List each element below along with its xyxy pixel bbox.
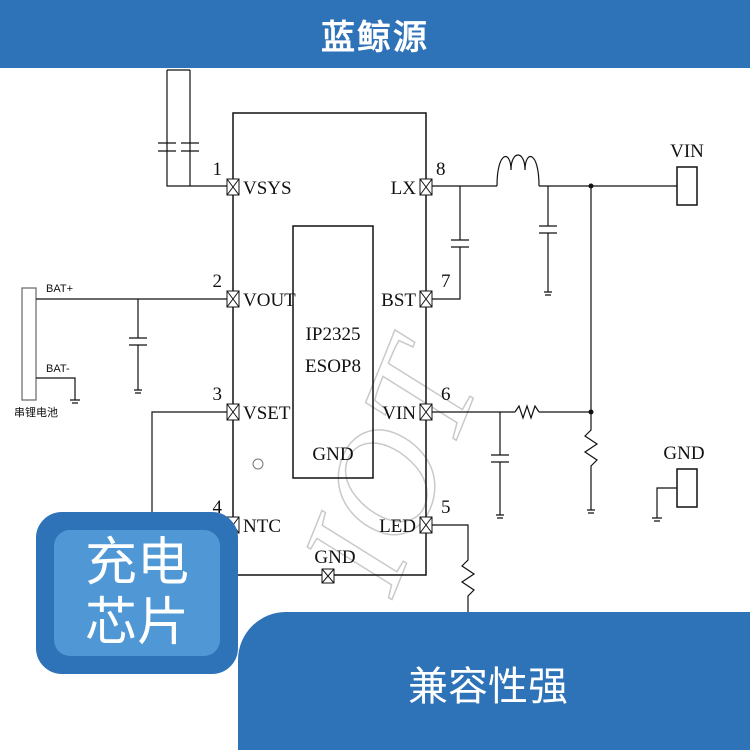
product-badge: 充电芯片 [36,512,238,674]
pin-8-name: LX [391,178,417,199]
vin-circuit [432,404,599,519]
junction-dot [588,409,594,415]
lx-circuit [432,154,680,405]
pin-4-name: NTC [243,516,281,537]
vin-connector [676,166,698,206]
pin-5-name: LED [379,516,416,537]
battery-circuit [21,287,227,404]
vsys-capacitors [158,69,227,187]
pin-1-name: VSYS [243,178,292,199]
battery-type-label: 串锂电池 [14,405,58,419]
pin-1: 1 VSYS [213,159,292,199]
pin-3-number: 3 [213,384,223,405]
pin-2: 2 VOUT [213,271,297,311]
chip-center-gnd: GND [312,444,353,465]
pin-2-name: VOUT [243,290,296,311]
pin-1-number: 1 [213,159,223,180]
pin-4-number: 4 [213,497,223,518]
gnd-connector-label: GND [663,443,704,464]
chip-pad [292,225,374,479]
pin-5-number: 5 [441,497,451,518]
battery-minus-label: BAT- [46,363,70,375]
pin-8: 8 LX [391,159,446,199]
pin-5: 5 LED [379,497,450,537]
chip-marker-icon [252,458,264,470]
pin-7-number: 7 [441,271,451,292]
bottom-gnd-label: GND [314,547,355,568]
header-banner: 蓝鲸源 [0,0,750,68]
chip-package: ESOP8 [305,356,361,377]
pin-gnd-bottom: GND [314,547,356,584]
vin-connector-label: VIN [670,141,704,162]
pin-7-name: BST [381,290,416,311]
battery-plus-label: BAT+ [46,283,73,295]
chip-part-number: IP2325 [306,324,361,345]
badge-text: 充电芯片 [84,533,189,653]
pin-8-number: 8 [436,159,446,180]
pin-2-number: 2 [213,271,223,292]
pin-3-name: VSET [243,403,291,424]
junction-dot [588,183,594,189]
footer-text: 兼容性强 [408,664,568,710]
vset-wire [151,411,227,520]
pin-6-number: 6 [441,384,451,405]
product-badge-inner: 充电芯片 [54,530,220,656]
led-resistor [432,524,476,612]
pin-6-name: VIN [382,403,416,424]
gnd-connector [676,468,698,508]
pin-7: 7 BST [381,271,450,311]
footer-banner: 兼容性强 [238,612,750,750]
gnd-wire [652,487,677,522]
pin-3: 3 VSET [213,384,291,424]
header-title: 蓝鲸源 [321,17,429,58]
pin-6: 6 VIN [382,384,450,424]
